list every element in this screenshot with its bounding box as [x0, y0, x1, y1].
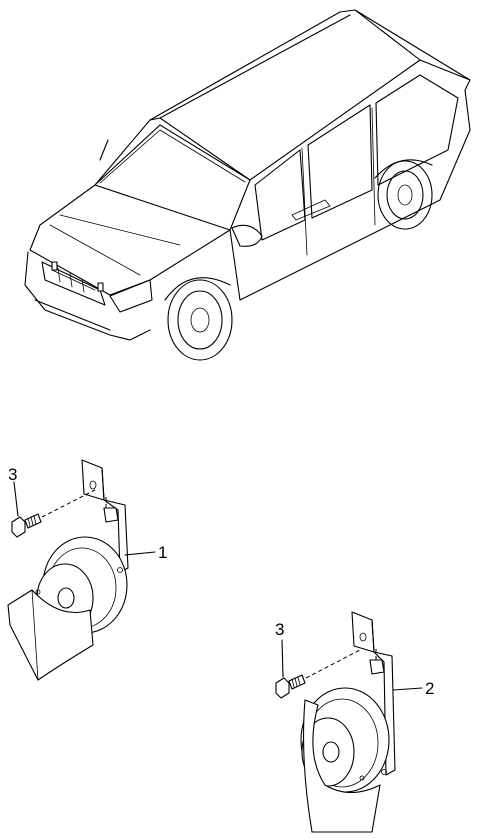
- callout-bolt-2: 3: [275, 620, 284, 639]
- vehicle-illustration: [24, 9, 471, 361]
- callout-horn-2: 2: [425, 679, 434, 698]
- horn-assembly-1: [7, 459, 156, 681]
- callout-bolt-1: 3: [8, 465, 17, 484]
- horn-assembly-2: [275, 611, 423, 833]
- callout-horn-1: 1: [158, 543, 167, 562]
